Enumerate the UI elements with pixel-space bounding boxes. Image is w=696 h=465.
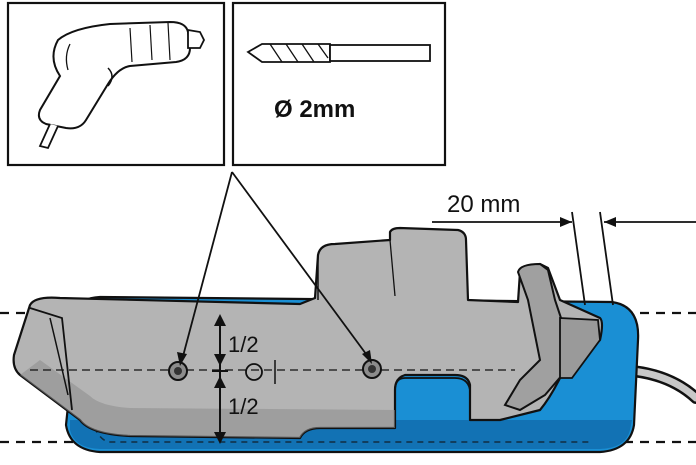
pointer-lines [177,171,372,366]
drill-bit-label: Ø 2mm [274,96,355,123]
half-dimension [212,314,228,444]
hole-right [362,359,382,379]
offset-label: 20 mm [447,191,520,218]
offset-dimension [432,211,696,306]
holder-clip [503,262,577,412]
drill-icon [37,20,206,150]
drill-bit-callout: Ø 2mm [231,1,447,167]
drill-bit-icon [246,43,431,63]
hole-left [168,361,188,381]
drill-callout [6,1,226,167]
half-label-bottom: 1/2 [228,394,259,419]
center-mark [245,360,276,384]
half-label-top: 1/2 [228,332,259,357]
